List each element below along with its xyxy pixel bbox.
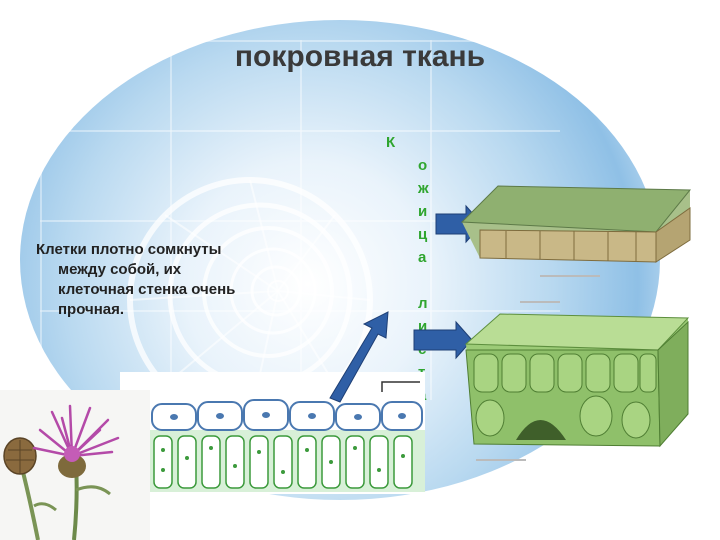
slide-title: покровная ткань — [234, 40, 486, 73]
skin-tissue-3d-block-icon — [460, 185, 692, 277]
flower-photo-drawing — [3, 404, 120, 540]
body-line-3: клеточная стенка очень — [58, 281, 236, 298]
pointer-arrow — [329, 311, 389, 403]
body-line-2: между собой, их — [58, 261, 182, 278]
body-text: Клетки плотно сомкнуты между собой, их к… — [36, 240, 296, 320]
body-line-4: прочная. — [58, 301, 125, 318]
arrow-to-leaf-block — [413, 320, 473, 360]
leaf-cross-section-illustration — [120, 372, 425, 494]
body-line-1: Клетки плотно сомкнуты — [36, 241, 222, 258]
knapweed-flower-photo — [0, 390, 150, 540]
leaf-tissue-3d-block-icon — [464, 301, 690, 461]
